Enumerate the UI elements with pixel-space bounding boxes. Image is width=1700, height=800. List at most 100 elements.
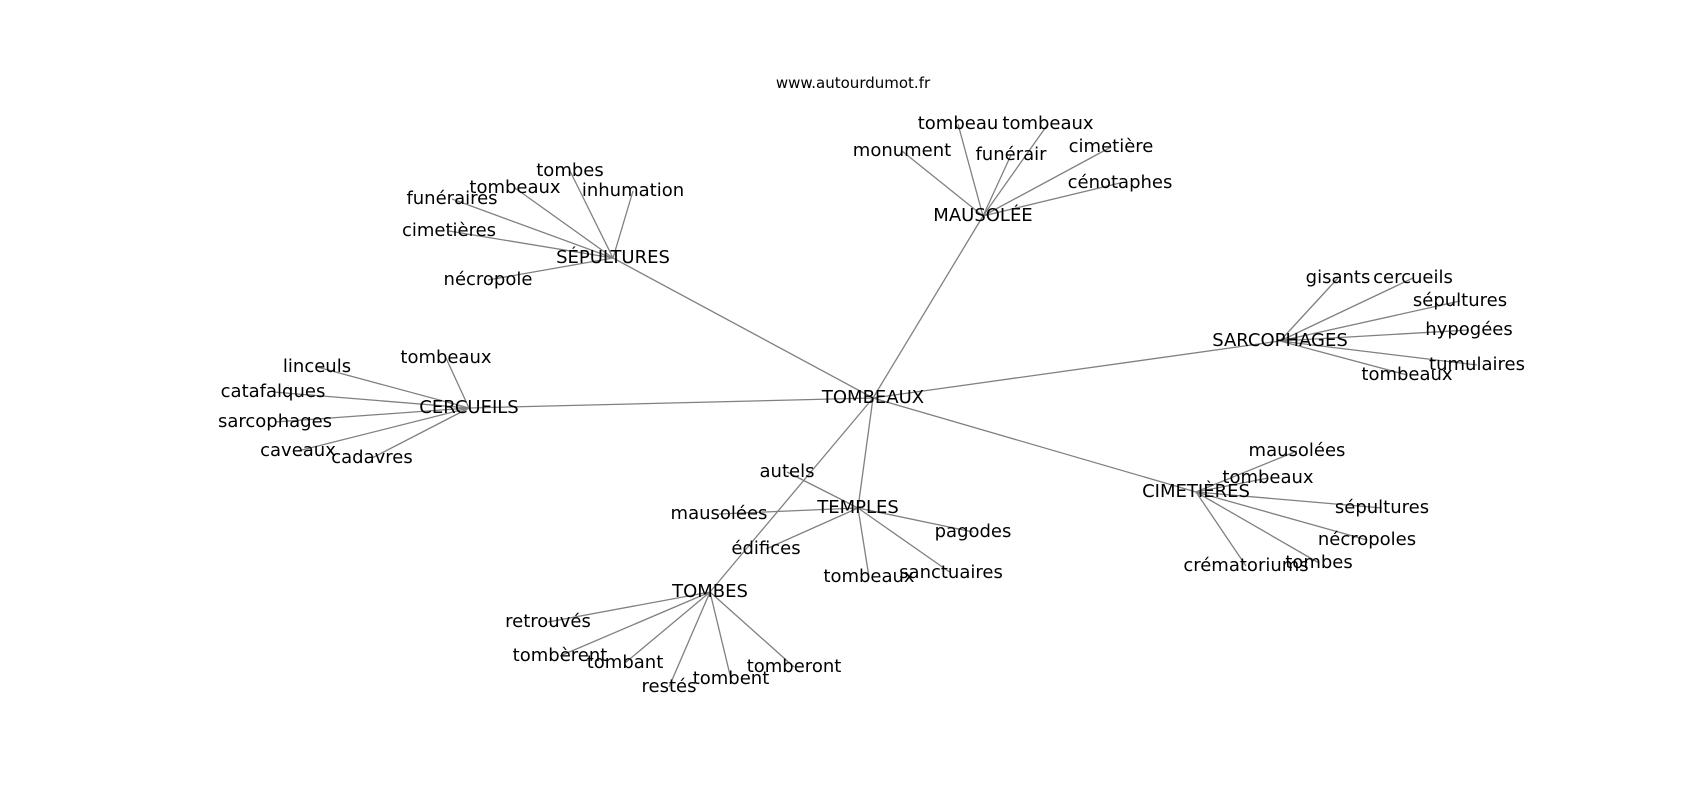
edge-temples-tem_edifices bbox=[765, 507, 859, 550]
edge-cimetieres-cim_sepultures bbox=[1195, 491, 1383, 509]
node-cer-sarcophages[interactable]: sarcophages bbox=[218, 411, 332, 432]
node-mau-funerair[interactable]: funérair bbox=[975, 144, 1047, 165]
node-cercueils[interactable]: CERCUEILS bbox=[419, 397, 518, 418]
edge-temples-tem_tombeaux bbox=[857, 507, 870, 578]
node-cim-sepultures[interactable]: sépultures bbox=[1335, 497, 1429, 518]
edge-temples-tem_autels bbox=[786, 471, 859, 509]
node-sar-cercueils[interactable]: cercueils bbox=[1373, 267, 1453, 288]
node-tem-autels[interactable]: autels bbox=[760, 461, 815, 482]
node-cer-cadavres[interactable]: cadavres bbox=[331, 447, 413, 468]
edge-sepultures-sep_cimetieres bbox=[448, 230, 614, 259]
edge-temples-tem_sanctuaires bbox=[857, 507, 952, 574]
edge-sarcophages-sar_tombeaux bbox=[1279, 340, 1408, 376]
node-tom-tomberent[interactable]: tombèrent bbox=[513, 645, 608, 666]
edge-layer bbox=[272, 123, 1478, 688]
edge-cercueils-cer_linceuls bbox=[316, 366, 470, 409]
node-cim-crematoriums[interactable]: crématoriums bbox=[1183, 555, 1308, 576]
node-sarcophages[interactable]: SARCOPHAGES bbox=[1212, 330, 1348, 351]
edge-tombeaux_c-cimetieres bbox=[872, 397, 1197, 493]
edge-sarcophages-sar_sepultures bbox=[1279, 300, 1461, 342]
node-temples[interactable]: TEMPLES bbox=[816, 497, 899, 518]
node-sar-tumulaires[interactable]: tumulaires bbox=[1429, 354, 1525, 375]
edge-cimetieres-cim_necropoles bbox=[1195, 491, 1368, 541]
node-tem-sanctuaires[interactable]: sanctuaires bbox=[899, 562, 1003, 583]
node-sar-sepultures[interactable]: sépultures bbox=[1413, 290, 1507, 311]
node-cim-necropoles[interactable]: nécropoles bbox=[1318, 529, 1416, 550]
node-tom-tomberont[interactable]: tomberont bbox=[747, 656, 842, 677]
node-mau-tombeau[interactable]: tombeau bbox=[918, 113, 999, 134]
node-tombeaux-c[interactable]: TOMBEAUX bbox=[821, 387, 924, 408]
edge-tombeaux_c-sarcophages bbox=[872, 340, 1281, 399]
edge-cercueils-cer_caveaux bbox=[297, 407, 470, 452]
node-sep-inhumation[interactable]: inhumation bbox=[582, 180, 684, 201]
node-cer-catafalques[interactable]: catafalques bbox=[221, 381, 326, 402]
node-sep-tombeaux[interactable]: tombeaux bbox=[469, 177, 561, 198]
node-cer-caveaux[interactable]: caveaux bbox=[260, 440, 336, 461]
node-tom-tombent[interactable]: tombent bbox=[693, 668, 770, 689]
edge-cimetieres-cim_crematoriums bbox=[1195, 491, 1247, 567]
edge-tombes-tom_tomberent bbox=[559, 591, 711, 657]
edge-cimetieres-cim_mausolees bbox=[1195, 450, 1298, 493]
edge-cercueils-cer_sarcophages bbox=[274, 407, 470, 423]
node-cer-tombeaux[interactable]: tombeaux bbox=[400, 347, 492, 368]
node-mau-tombeaux[interactable]: tombeaux bbox=[1002, 113, 1094, 134]
node-sep-necropole[interactable]: nécropole bbox=[444, 269, 533, 290]
edge-sepultures-sep_tombes bbox=[569, 170, 614, 259]
edge-cercueils-cer_catafalques bbox=[272, 391, 470, 409]
edge-tombeaux_c-sepultures bbox=[612, 257, 874, 399]
node-sep-tombes[interactable]: tombes bbox=[536, 160, 603, 181]
node-mausolee[interactable]: MAUSOLÉE bbox=[933, 204, 1032, 226]
node-sep-cimetieres[interactable]: cimetières bbox=[402, 220, 496, 241]
node-tom-retrouves[interactable]: retrouvés bbox=[505, 611, 591, 632]
edge-tombes-tom_restes bbox=[668, 591, 711, 688]
node-cer-linceuls[interactable]: linceuls bbox=[283, 356, 351, 377]
node-tem-mausolees[interactable]: mausolées bbox=[671, 503, 768, 524]
node-sar-tombeaux[interactable]: tombeaux bbox=[1361, 364, 1453, 385]
edge-mausolee-mau_tombeau bbox=[957, 123, 984, 217]
edge-sepultures-sep_necropole bbox=[487, 257, 614, 281]
edge-cimetieres-cim_tombeaux bbox=[1195, 477, 1269, 493]
node-sep-funeraires[interactable]: funéraires bbox=[406, 188, 497, 209]
node-mau-cimetiere[interactable]: cimetière bbox=[1069, 136, 1154, 157]
node-tem-edifices[interactable]: édifices bbox=[731, 538, 800, 559]
edge-tombeaux_c-mausolee bbox=[872, 215, 984, 399]
node-tem-pagodes[interactable]: pagodes bbox=[935, 521, 1012, 542]
node-cim-mausolees[interactable]: mausolées bbox=[1249, 440, 1346, 461]
edge-mausolee-mau_cenotaphes bbox=[982, 182, 1121, 217]
node-sar-gisants[interactable]: gisants bbox=[1306, 267, 1371, 288]
node-mau-cenotaphes[interactable]: cénotaphes bbox=[1068, 172, 1173, 193]
node-tombes[interactable]: TOMBES bbox=[671, 581, 748, 602]
node-tom-tombant[interactable]: tombant bbox=[587, 652, 664, 673]
source-watermark: www.autourdumot.fr bbox=[776, 74, 931, 92]
edge-sepultures-sep_tombeaux bbox=[514, 187, 614, 259]
edge-tombes-tom_tombant bbox=[624, 591, 711, 664]
edge-sarcophages-sar_hypogees bbox=[1279, 329, 1470, 342]
node-layer: TOMBEAUX SÉPULTURES MAUSOLÉE SARCOPHAGES CER… bbox=[218, 113, 1525, 697]
node-sar-hypogees[interactable]: hypogées bbox=[1425, 319, 1512, 340]
edge-sepultures-sep_inhumation bbox=[612, 190, 634, 259]
node-sepultures[interactable]: SÉPULTURES bbox=[556, 246, 670, 268]
node-tom-restes[interactable]: restés bbox=[642, 676, 697, 697]
edge-tombeaux_c-cercueils bbox=[468, 397, 874, 409]
node-mau-monument[interactable]: monument bbox=[853, 140, 951, 161]
edge-mausolee-mau_monument bbox=[901, 150, 984, 217]
edge-cercueils-cer_tombeaux bbox=[445, 357, 470, 409]
node-cimetieres[interactable]: CIMETIÈRES bbox=[1142, 480, 1250, 502]
edge-tombes-tom_retrouves bbox=[547, 591, 711, 623]
edge-sarcophages-sar_cercueils bbox=[1279, 277, 1414, 342]
node-tem-tombeaux[interactable]: tombeaux bbox=[823, 566, 915, 587]
edge-mausolee-mau_cimetiere bbox=[982, 146, 1112, 217]
edge-sarcophages-sar_tumulaires bbox=[1279, 340, 1478, 366]
edge-tombes-tom_tomberont bbox=[709, 591, 795, 668]
edge-cercueils-cer_cadavres bbox=[371, 407, 470, 459]
edge-tombeaux_c-temples bbox=[857, 397, 874, 509]
edge-tombes-tom_tombent bbox=[709, 591, 732, 680]
edge-mausolee-mau_funerair bbox=[982, 154, 1012, 217]
node-cim-tombes[interactable]: tombes bbox=[1285, 552, 1352, 573]
edge-tombeaux_c-tombes bbox=[709, 397, 874, 593]
edge-cimetieres-cim_tombes bbox=[1195, 491, 1320, 564]
node-cim-tombeaux[interactable]: tombeaux bbox=[1222, 467, 1314, 488]
edge-sarcophages-sar_gisants bbox=[1279, 277, 1339, 342]
edge-temples-tem_mausolees bbox=[718, 507, 859, 515]
